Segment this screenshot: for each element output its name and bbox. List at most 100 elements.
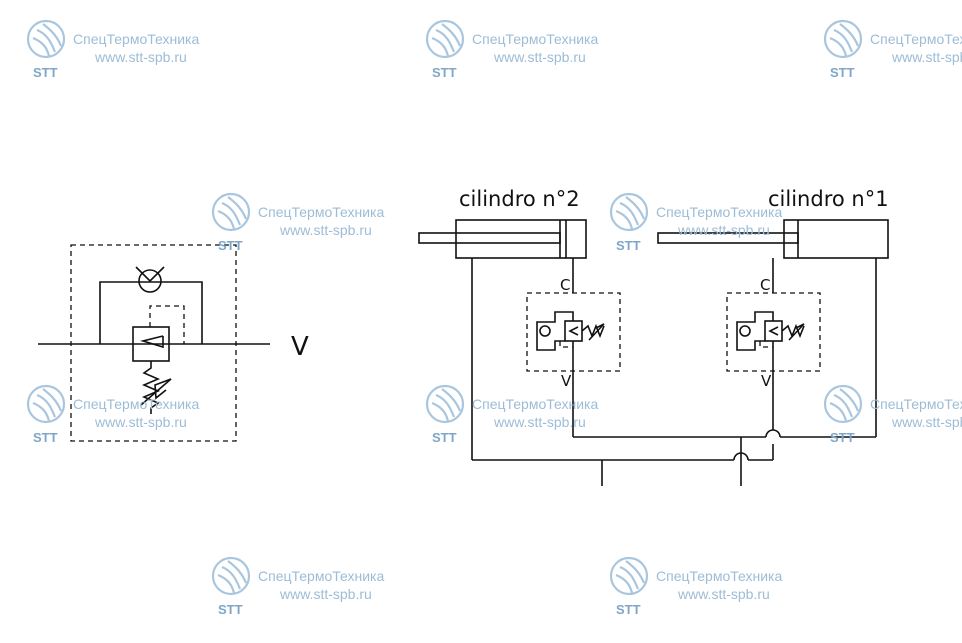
valve-b-bypass — [736, 311, 774, 351]
stt-logo-waves — [217, 560, 248, 594]
bypass-line — [99, 281, 203, 344]
stt-logo-text: STT — [830, 65, 855, 80]
cylinder-1-label: cilindro n°1 — [768, 187, 889, 211]
watermark-url: www.stt-spb.ru — [493, 49, 586, 65]
watermark-company: СпецТермоТехника — [870, 396, 962, 412]
stt-logo-text: STT — [616, 602, 641, 617]
stt-logo-icon — [26, 384, 66, 424]
watermark-company: СпецТермоТехника — [656, 568, 782, 584]
valve-b-adjust — [788, 323, 805, 341]
watermark-url: www.stt-spb.ru — [94, 49, 187, 65]
watermark-8: STT СпецТермоТехника www.stt-spb.ru — [823, 384, 962, 445]
pipe-crossover-upper — [765, 429, 781, 438]
valve-housing-dashed — [70, 244, 237, 442]
watermark-company: СпецТермоТехника — [258, 568, 384, 584]
watermark-url: www.stt-spb.ru — [279, 586, 372, 602]
watermark-2: STT СпецТермоТехника www.stt-spb.ru — [425, 19, 598, 80]
valve-b-port-c-label: C — [760, 276, 770, 294]
piping — [471, 258, 877, 486]
stt-logo-text: STT — [218, 238, 243, 253]
valve-a: C V — [526, 258, 621, 390]
watermarks: STT СпецТермоТехника www.stt-spb.ru STT … — [26, 19, 962, 617]
stt-logo-text: STT — [33, 430, 58, 445]
stt-logo-icon — [425, 19, 465, 59]
stt-logo-waves — [615, 560, 646, 594]
spring-symbol — [141, 361, 161, 414]
valve-a-port-c-label: C — [560, 276, 570, 294]
valve-a-check-ball — [539, 325, 551, 337]
port-label-v-left: V — [291, 332, 309, 362]
stt-logo-waves — [32, 388, 63, 422]
cylinder-1-body — [783, 219, 889, 259]
valve-b: C V — [726, 258, 821, 390]
check-valve-ball — [138, 269, 162, 293]
valve-a-spring — [581, 323, 605, 339]
stt-logo-icon — [425, 384, 465, 424]
watermark-company: СпецТермоТехника — [472, 31, 598, 47]
watermark-company: СпецТермоТехника — [870, 31, 962, 47]
stt-logo-waves — [615, 196, 646, 230]
stt-logo-icon — [823, 19, 863, 59]
watermark-1: STT СпецТермоТехника www.stt-spb.ru — [26, 19, 199, 80]
cylinder-2: cilindro n°2 — [418, 187, 587, 259]
cylinder-2-body — [455, 219, 587, 259]
cylinder-1: cilindro n°1 — [657, 187, 889, 259]
stt-logo-text: STT — [218, 602, 243, 617]
watermark-url: www.stt-spb.ru — [677, 222, 770, 238]
cylinder-1-rod — [657, 232, 799, 244]
watermark-9: STT СпецТермоТехника www.stt-spb.ru — [211, 556, 384, 617]
cylinder-2-rod — [418, 232, 561, 244]
stt-logo-waves — [217, 196, 248, 230]
valve-a-spool — [564, 320, 583, 342]
stt-logo-icon — [823, 384, 863, 424]
stt-logo-waves — [431, 23, 462, 57]
stt-logo-waves — [829, 388, 860, 422]
valve-b-arrow — [768, 326, 779, 336]
adjustment-arrow — [140, 378, 172, 406]
valve-b-spring — [781, 323, 805, 339]
stt-logo-text: STT — [616, 238, 641, 253]
watermark-5: STT СпецТермоТехника www.stt-spb.ru — [609, 192, 782, 253]
stt-logo-icon — [211, 556, 251, 596]
stt-logo-text: STT — [33, 65, 58, 80]
watermark-company: СпецТермоТехника — [73, 396, 199, 412]
valve-b-port-v-label: V — [761, 372, 772, 390]
watermark-url: www.stt-spb.ru — [493, 414, 586, 430]
stt-logo-waves — [431, 388, 462, 422]
watermark-company: СпецТермоТехника — [472, 396, 598, 412]
watermark-company: СпецТермоТехника — [258, 204, 384, 220]
watermark-url: www.stt-spb.ru — [279, 222, 372, 238]
stt-logo-icon — [211, 192, 251, 232]
stt-logo-waves — [32, 23, 63, 57]
valve-symbol-left: V — [38, 244, 309, 442]
watermark-company: СпецТермоТехника — [73, 31, 199, 47]
check-valve-seat — [135, 266, 165, 283]
valve-b-pilot — [759, 341, 773, 348]
stt-logo-text: STT — [432, 430, 457, 445]
valve-a-bypass — [536, 311, 574, 351]
pilot-line-dashed — [149, 305, 185, 344]
cylinder-2-label: cilindro n°2 — [459, 187, 580, 211]
watermark-url: www.stt-spb.ru — [94, 414, 187, 430]
watermark-company: СпецТермоТехника — [656, 204, 782, 220]
stt-logo-icon — [26, 19, 66, 59]
valve-a-pilot — [559, 341, 573, 348]
watermark-6: STT СпецТермоТехника www.stt-spb.ru — [26, 384, 199, 445]
stt-logo-waves — [829, 23, 860, 57]
valve-a-arrow — [568, 326, 579, 336]
watermark-url: www.stt-spb.ru — [891, 414, 962, 430]
valve-a-port-v-label: V — [561, 372, 572, 390]
stt-logo-icon — [609, 192, 649, 232]
watermark-url: www.stt-spb.ru — [677, 586, 770, 602]
stt-logo-icon — [609, 556, 649, 596]
stt-logo-text: STT — [830, 430, 855, 445]
valve-arrow — [139, 335, 164, 349]
watermark-10: STT СпецТермоТехника www.stt-spb.ru — [609, 556, 782, 617]
valve-b-check-ball — [739, 325, 751, 337]
valve-a-adjust — [588, 323, 605, 341]
watermark-4: STT СпецТермоТехника www.stt-spb.ru — [211, 192, 384, 253]
watermark-3: STT СпецТермоТехника www.stt-spb.ru — [823, 19, 962, 80]
valve-b-spool — [764, 320, 783, 342]
stt-logo-text: STT — [432, 65, 457, 80]
